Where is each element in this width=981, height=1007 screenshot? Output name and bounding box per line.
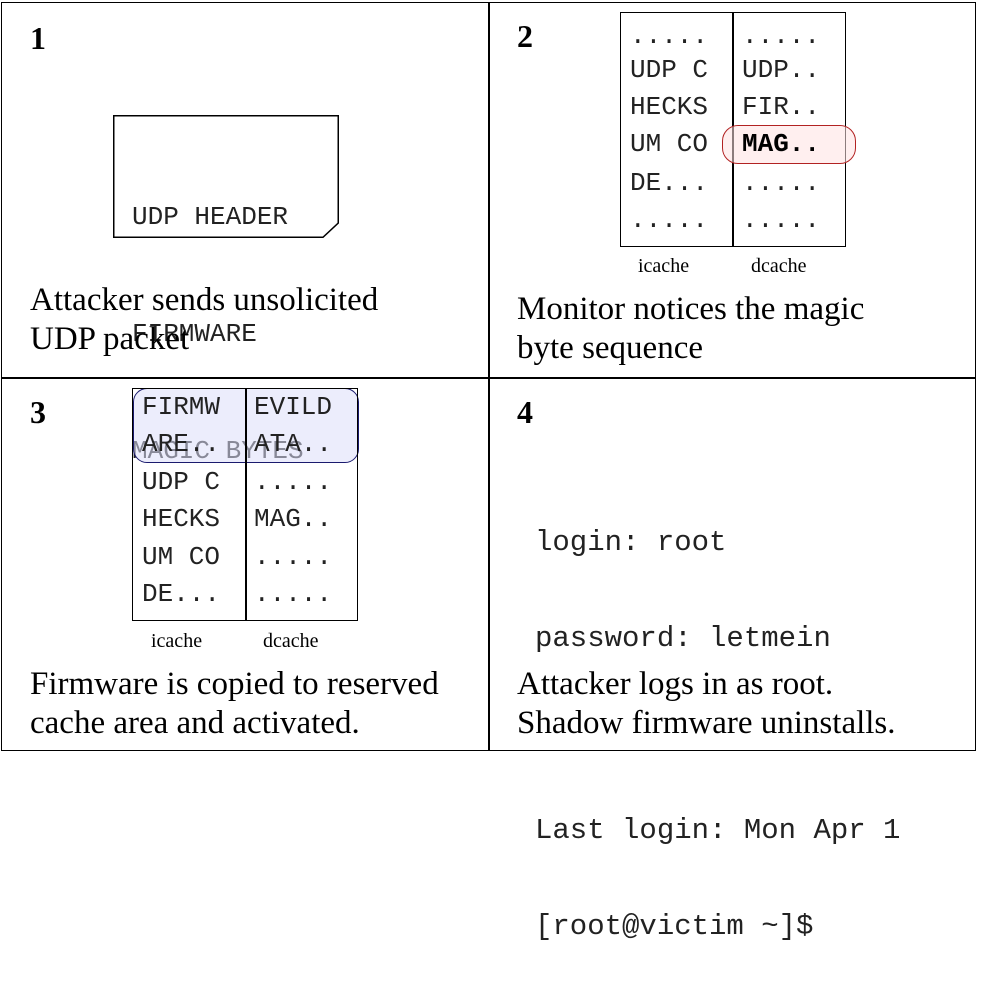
grid-divider-horizontal	[1, 377, 976, 379]
panel-caption: Monitor notices the magic byte sequence	[517, 290, 864, 368]
caption-line: cache area and activated.	[30, 705, 360, 741]
cache-divider	[245, 389, 247, 620]
packet-line-udp-header: UDP HEADER	[132, 202, 289, 232]
panel-number: 1	[30, 20, 46, 56]
icache-cell: UM CO	[630, 129, 709, 159]
dcache-cell: UDP..	[742, 55, 821, 85]
icache-label: icache	[638, 255, 690, 277]
caption-line: Attacker sends unsolicited	[30, 282, 379, 318]
dcache-cell: .....	[742, 205, 821, 235]
icache-cell: FIRMW	[142, 392, 221, 422]
dcache-cell: .....	[254, 467, 333, 497]
terminal-line-password: password: letmein	[535, 622, 831, 655]
icache-cell: DE...	[630, 168, 709, 198]
dcache-cell: EVILD	[254, 392, 333, 422]
icache-cell: UDP C	[630, 55, 709, 85]
dcache-cell: .....	[254, 579, 333, 609]
icache-cell: DE...	[142, 579, 221, 609]
terminal-line-last-login: Last login: Mon Apr 1	[535, 814, 901, 847]
dcache-cell: .....	[742, 168, 821, 198]
dcache-label: dcache	[751, 255, 807, 277]
icache-cell: .....	[630, 205, 709, 235]
terminal-line-prompt: [root@victim ~]$	[535, 910, 814, 943]
panel-caption: Firmware is copied to reserved cache are…	[30, 665, 439, 743]
caption-line: Firmware is copied to reserved	[30, 666, 439, 702]
udp-packet: UDP HEADER FIRMWARE MAGIC BYTES	[113, 115, 339, 466]
caption-line: UDP packet	[30, 321, 190, 357]
packet-line-firmware: FIRMWARE	[132, 319, 257, 349]
icache-cell: .....	[630, 21, 709, 51]
icache-cell: HECKS	[630, 92, 709, 122]
icache-cell: ARE..	[142, 429, 221, 459]
dcache-cell: .....	[742, 21, 821, 51]
caption-line: Attacker logs in as root.	[517, 666, 834, 702]
dcache-cell: ATA..	[254, 429, 333, 459]
panel-number: 4	[517, 394, 533, 430]
cache-table	[132, 388, 358, 621]
dcache-label: dcache	[263, 630, 319, 652]
dcache-cell: .....	[254, 542, 333, 572]
panel-caption: Attacker logs in as root. Shadow firmwar…	[517, 665, 896, 743]
icache-label: icache	[151, 630, 203, 652]
packet-outline	[113, 115, 339, 238]
magic-bytes-highlight	[722, 125, 856, 164]
caption-line: Monitor notices the magic	[517, 291, 865, 327]
panel-number: 2	[517, 18, 533, 54]
panel-number: 3	[30, 394, 46, 430]
dcache-cell-magic: MAG..	[742, 129, 821, 159]
terminal-line-login: login: root	[535, 526, 727, 559]
dcache-cell: MAG..	[254, 504, 333, 534]
icache-cell: HECKS	[142, 504, 221, 534]
dcache-cell: FIR..	[742, 92, 821, 122]
icache-cell: UDP C	[142, 467, 221, 497]
panel-caption: Attacker sends unsolicited UDP packet	[30, 281, 378, 359]
caption-line: Shadow firmware uninstalls.	[517, 705, 896, 741]
caption-line: byte sequence	[517, 330, 703, 366]
icache-cell: UM CO	[142, 542, 221, 572]
grid-divider-vertical	[488, 2, 490, 751]
